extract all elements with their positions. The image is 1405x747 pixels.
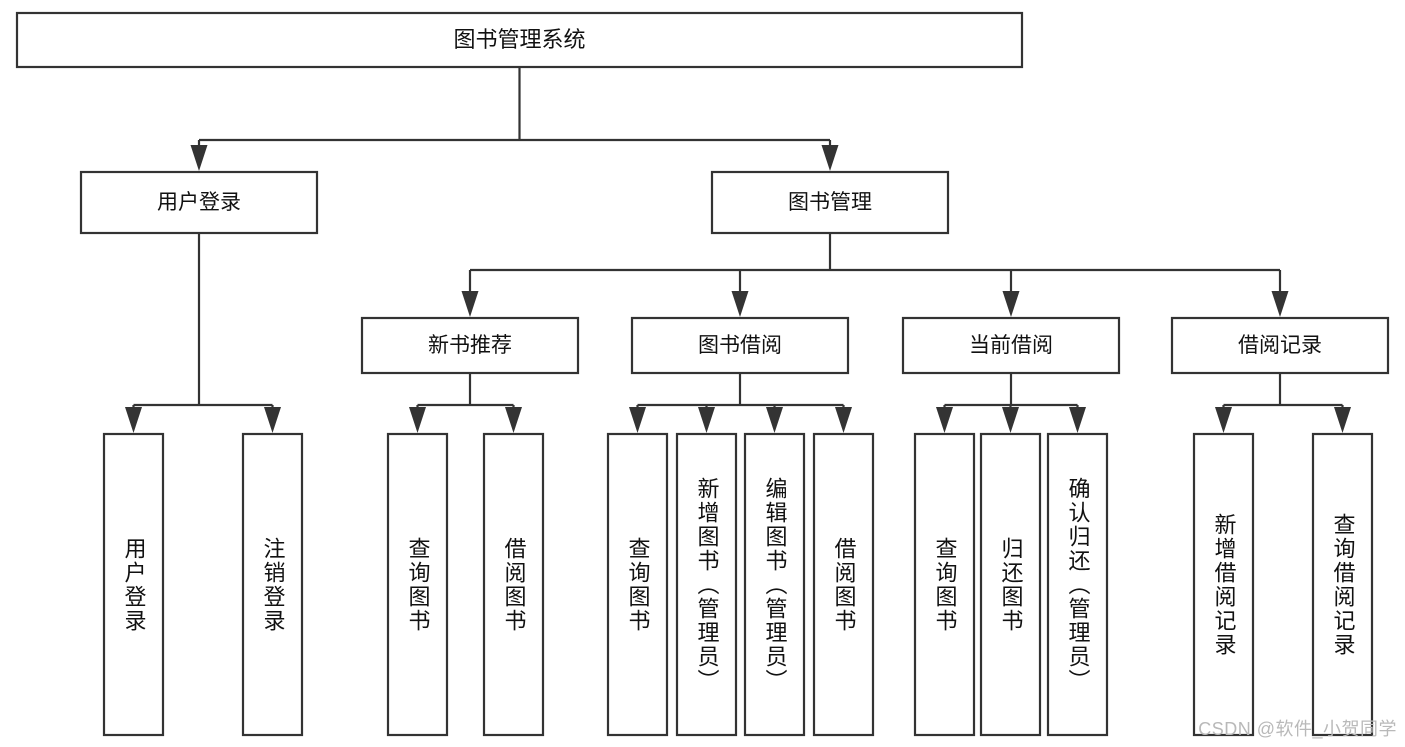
node-box-leaf-add-book[interactable] <box>675 432 738 737</box>
node-box-newbook[interactable] <box>360 316 580 375</box>
arrow-head-icon <box>936 407 953 433</box>
arrow-head-icon <box>698 407 715 433</box>
node-box-bookmgmt[interactable] <box>710 170 950 235</box>
node-box-leaf-borrow-book[interactable] <box>812 432 875 737</box>
node-box-leaf-borrow-book-new[interactable] <box>482 432 545 737</box>
arrow-head-icon <box>1215 407 1232 433</box>
node-box-leaf-return-book[interactable] <box>979 432 1042 737</box>
node-box-leaf-user-login[interactable] <box>102 432 165 737</box>
arrow-head-icon <box>264 407 281 433</box>
node-label-records: 借阅记录 <box>1238 334 1322 357</box>
arrow-head-icon <box>461 291 479 317</box>
arrow-head-icon <box>1271 291 1289 317</box>
arrow-head-icon <box>190 145 208 171</box>
arrow-head-icon <box>505 407 522 433</box>
arrow-head-icon <box>629 407 646 433</box>
node-box-leaf-query-book-new[interactable] <box>386 432 449 737</box>
node-label-newbook: 新书推荐 <box>428 334 512 357</box>
node-box-leaf-edit-book[interactable] <box>743 432 806 737</box>
node-box-leaf-query-book[interactable] <box>606 432 669 737</box>
watermark: CSDN @软件_小贺同学 <box>1198 719 1397 739</box>
arrow-head-icon <box>835 407 852 433</box>
arrow-head-icon <box>409 407 426 433</box>
node-label-login: 用户登录 <box>157 191 241 214</box>
node-box-leaf-query-book-cur[interactable] <box>913 432 976 737</box>
node-box-records[interactable] <box>1170 316 1390 375</box>
node-box-leaf-add-record[interactable] <box>1192 432 1255 737</box>
node-box-leaf-logout[interactable] <box>241 432 304 737</box>
node-box-leaf-confirm-return[interactable] <box>1046 432 1109 737</box>
arrow-head-icon <box>1002 407 1019 433</box>
node-label-bookmgmt: 图书管理 <box>788 191 872 214</box>
node-box-borrow[interactable] <box>630 316 850 375</box>
node-box-login[interactable] <box>79 170 319 235</box>
node-label-borrow: 图书借阅 <box>698 334 782 357</box>
node-box-root[interactable] <box>15 11 1024 69</box>
node-label-current: 当前借阅 <box>969 334 1053 357</box>
arrow-head-icon <box>1002 291 1020 317</box>
connectors-layer <box>125 67 1351 433</box>
node-box-leaf-query-record[interactable] <box>1311 432 1374 737</box>
arrow-head-icon <box>1334 407 1351 433</box>
arrow-head-icon <box>731 291 749 317</box>
node-label-root: 图书管理系统 <box>453 27 585 52</box>
arrow-head-icon <box>1069 407 1086 433</box>
arrow-head-icon <box>125 407 142 433</box>
arrow-head-icon <box>821 145 839 171</box>
arrow-head-icon <box>766 407 783 433</box>
node-box-current[interactable] <box>901 316 1121 375</box>
